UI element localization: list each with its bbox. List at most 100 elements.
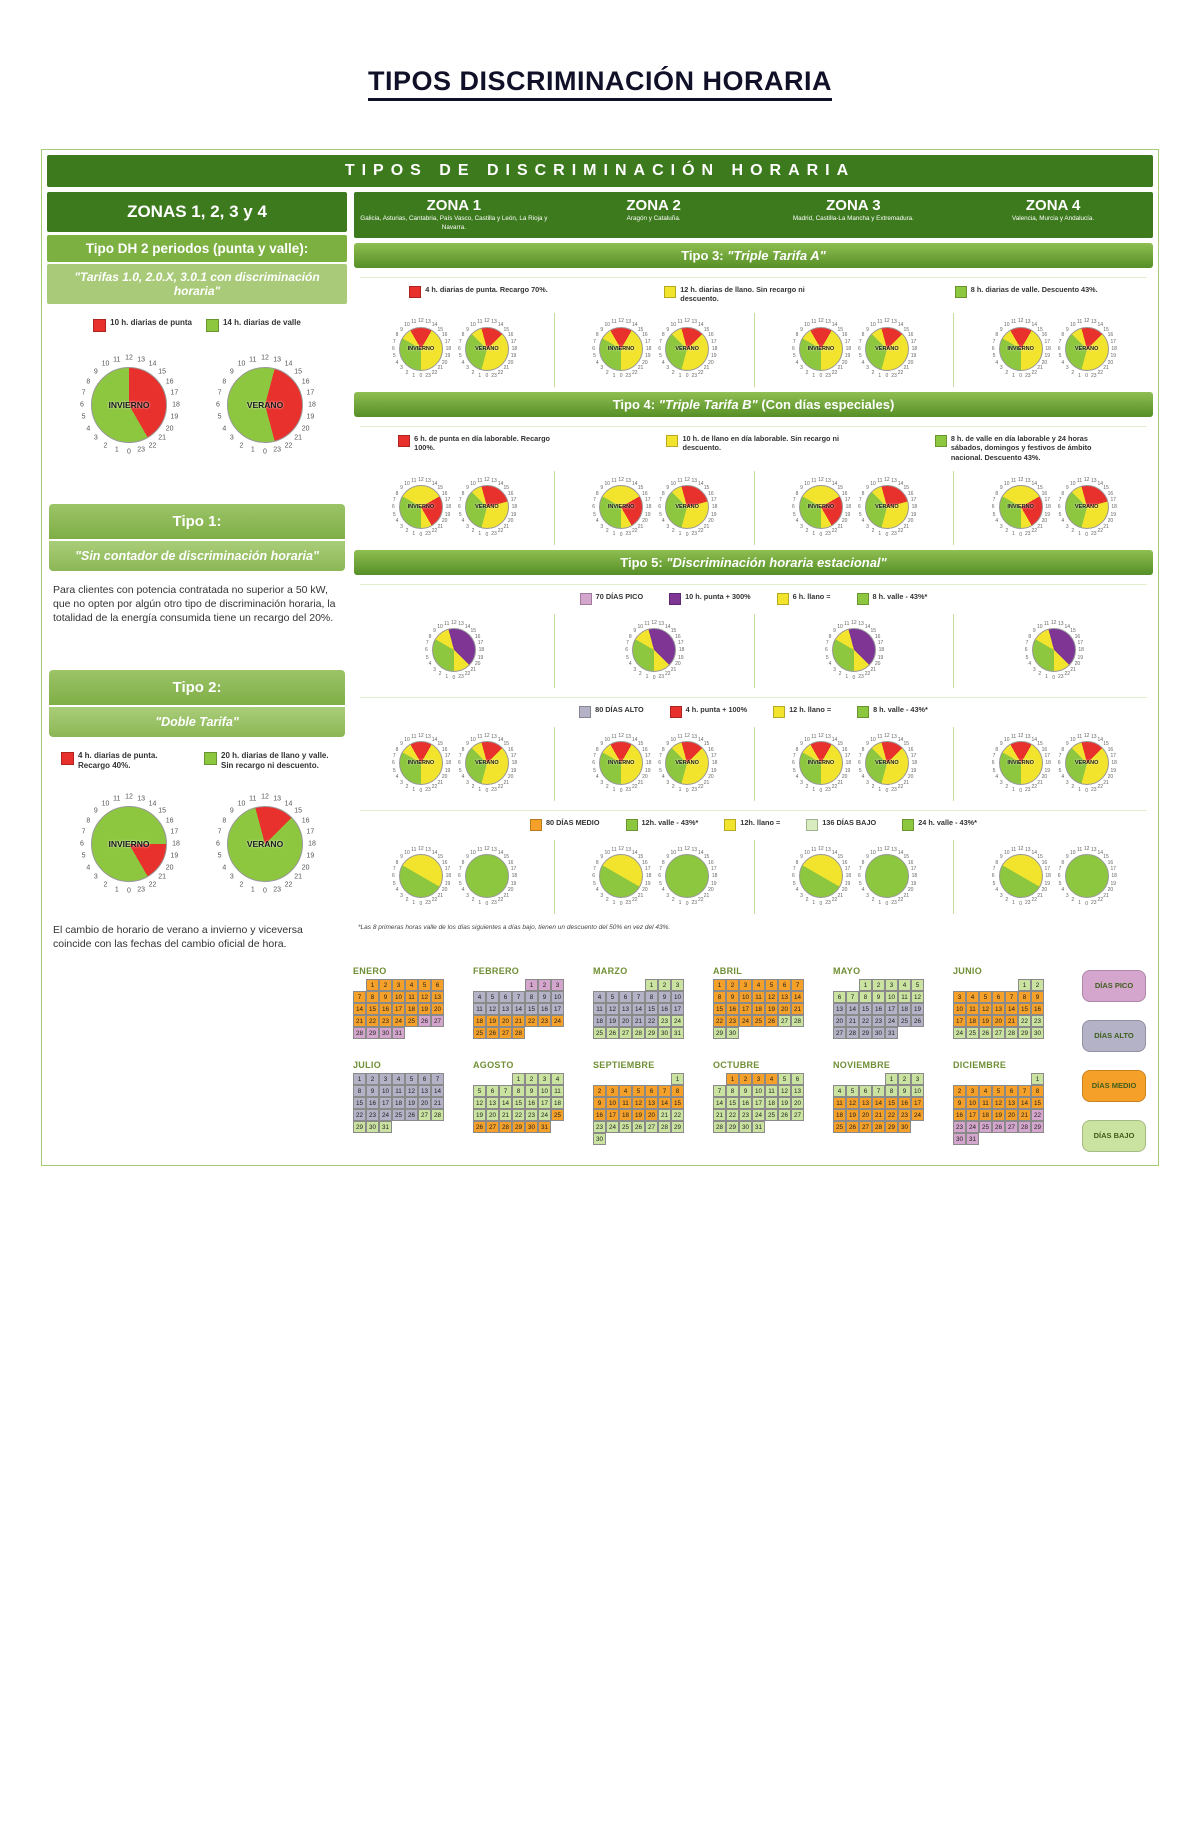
calendar-day: 14 bbox=[431, 1084, 444, 1097]
clock-hour-tick: 6 bbox=[216, 401, 220, 409]
clock-hour-tick: 6 bbox=[424, 647, 428, 654]
calendar-day: 21 bbox=[1018, 1108, 1031, 1121]
clock-hour-tick: 17 bbox=[1044, 866, 1050, 873]
calendar-day: 7 bbox=[1005, 990, 1018, 1003]
poster: TIPOS DE DISCRIMINACIÓN HORARIA ZONAS 1,… bbox=[41, 149, 1159, 1166]
clock-hour-tick: 10 bbox=[870, 736, 876, 743]
clock-hour-tick: 2 bbox=[405, 897, 409, 904]
calendar-empty-cell bbox=[658, 1073, 671, 1085]
clock-hour-tick: 7 bbox=[392, 866, 396, 873]
clock-hour-tick: 6 bbox=[857, 873, 861, 880]
clock-hour-tick: 3 bbox=[229, 434, 234, 442]
calendar-day: 24 bbox=[752, 1108, 765, 1121]
clock-hour-tick: 15 bbox=[837, 854, 844, 861]
calendar-day: 19 bbox=[911, 1002, 924, 1015]
calendar-day: 29 bbox=[645, 1026, 658, 1039]
calendar-empty-cell bbox=[512, 979, 525, 991]
clock-hour-tick: 3 bbox=[400, 523, 403, 530]
clock-hour-tick: 5 bbox=[1058, 767, 1062, 774]
calendar-day: 17 bbox=[551, 1002, 564, 1015]
clock-hour-tick: 15 bbox=[158, 368, 167, 376]
clock-hour-tick: 5 bbox=[217, 852, 222, 860]
clock-hour-tick: 0 bbox=[263, 887, 267, 895]
calendar-day: 19 bbox=[606, 1014, 619, 1027]
clock-hour-tick: 22 bbox=[497, 369, 504, 376]
clock-hour-tick: 3 bbox=[466, 523, 469, 530]
clock-hour-tick: 23 bbox=[691, 787, 697, 794]
calendar-day: 18 bbox=[966, 1014, 979, 1027]
clock-hour-tick: 11 bbox=[677, 846, 683, 853]
clock-hour-tick: 3 bbox=[1065, 365, 1069, 372]
zone-regions: Madrid, Castilla-La Mancha y Extremadura… bbox=[792, 215, 914, 222]
clock-hour-tick: 3 bbox=[999, 892, 1003, 899]
clock-hour-tick: 9 bbox=[666, 326, 670, 333]
clock-hour-tick: 12 bbox=[884, 318, 890, 325]
clock-hour-tick: 12 bbox=[261, 793, 269, 801]
tipo2-legend: 4 h. diarias de punta. Recargo 40%.20 h.… bbox=[51, 751, 343, 772]
clock-hour-tick: 7 bbox=[858, 753, 862, 760]
month-name: ABRIL bbox=[713, 965, 742, 976]
calendar-day: 8 bbox=[713, 990, 726, 1003]
clock-hour-tick: 10 bbox=[804, 849, 810, 856]
calendar-day: 6 bbox=[1005, 1084, 1018, 1097]
calendar-day: 16 bbox=[366, 1096, 379, 1109]
clock-hour-tick: 13 bbox=[458, 620, 464, 627]
calendar-day: 2 bbox=[379, 978, 392, 991]
calendar-day: 22 bbox=[671, 1108, 684, 1121]
clock-hour-tick: 10 bbox=[1070, 736, 1076, 743]
calendar-day: 2 bbox=[739, 1072, 752, 1085]
clock-hour-tick: 11 bbox=[611, 319, 617, 326]
clock-hour-tick: 17 bbox=[444, 497, 451, 504]
clock-hour-tick: 3 bbox=[400, 365, 403, 372]
clock-hour-tick: 19 bbox=[510, 880, 517, 887]
calendar-day: 11 bbox=[392, 1084, 405, 1097]
clock-hour-tick: 21 bbox=[903, 779, 910, 786]
calendar-day: 21 bbox=[846, 1014, 859, 1027]
clock-hour-tick: 8 bbox=[1061, 490, 1065, 497]
clock-hour-tick: 5 bbox=[858, 353, 862, 360]
clock-hour-tick: 8 bbox=[861, 332, 865, 339]
clock-hour-tick: 23 bbox=[491, 900, 497, 907]
clock-hour-tick: 17 bbox=[306, 828, 315, 836]
clock-hour-tick: 5 bbox=[593, 511, 596, 518]
clock-hour-tick: 19 bbox=[444, 353, 451, 360]
clock-hour-tick: 16 bbox=[1107, 332, 1114, 339]
calendar-day: 26 bbox=[765, 1014, 778, 1027]
clock-season-label: INVIERNO bbox=[807, 760, 835, 767]
clock-hour-tick: 4 bbox=[795, 518, 799, 525]
clock-hour-tick: 23 bbox=[891, 787, 897, 794]
clock-hour-tick: 5 bbox=[425, 654, 429, 661]
clock-hour-tick: 16 bbox=[441, 490, 448, 497]
clock-hour-tick: 16 bbox=[874, 633, 881, 640]
clock-hour-tick: 7 bbox=[217, 828, 222, 836]
clock-hour-tick: 19 bbox=[170, 852, 179, 860]
calendar-day: 16 bbox=[658, 1002, 671, 1015]
clock-hour-tick: 5 bbox=[593, 767, 596, 774]
calendar-day: 21 bbox=[713, 1108, 726, 1121]
clock-hour-tick: 2 bbox=[1071, 528, 1075, 535]
clock-hour-tick: 19 bbox=[1110, 353, 1116, 360]
calendar-day: 5 bbox=[778, 1072, 791, 1085]
calendar-day: 3 bbox=[739, 978, 752, 991]
clock-pie bbox=[665, 854, 710, 899]
calendar-day: 6 bbox=[833, 990, 846, 1003]
clock-hour-tick: 9 bbox=[400, 485, 403, 492]
clock-hour-tick: 9 bbox=[866, 741, 869, 748]
clock-hour-tick: 20 bbox=[1041, 774, 1048, 781]
clock-hour-tick: 10 bbox=[470, 849, 476, 856]
clock-hour-tick: 2 bbox=[471, 369, 475, 376]
calendar-day: 3 bbox=[885, 978, 898, 991]
clock-hour-tick: 4 bbox=[222, 425, 227, 432]
clock-hour-tick: 22 bbox=[464, 671, 471, 678]
clock-hour-tick: 0 bbox=[419, 787, 423, 794]
clock-hour-tick: 22 bbox=[698, 369, 704, 376]
clock-hour-tick: 19 bbox=[444, 767, 451, 774]
clock-hour-tick: 20 bbox=[841, 518, 848, 525]
clock-hour-tick: 17 bbox=[1044, 753, 1050, 760]
clock-hour-tick: 3 bbox=[666, 892, 670, 899]
calendar-day: 30 bbox=[658, 1026, 671, 1039]
clock-hour-tick: 1 bbox=[1012, 900, 1015, 907]
tipo2-subtitle: "Doble Tarifa" bbox=[49, 706, 345, 737]
clock-hour-tick: 5 bbox=[626, 654, 629, 661]
